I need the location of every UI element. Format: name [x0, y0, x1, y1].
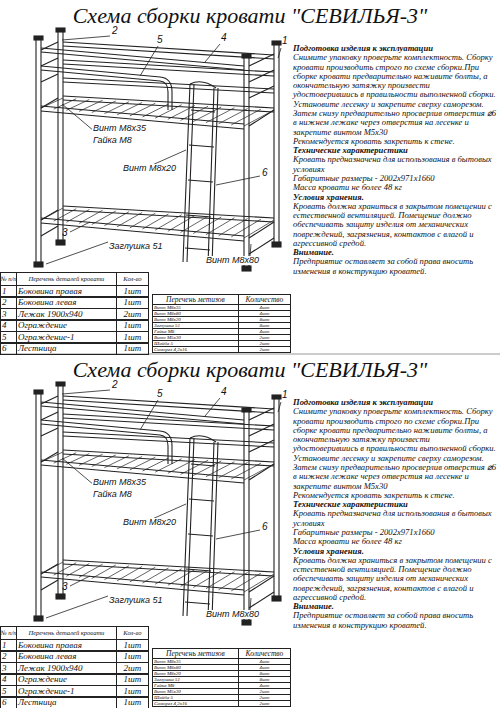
- part-label: Винт М8х35: [92, 478, 147, 487]
- part-label: Винт М8х35: [92, 124, 147, 133]
- callout-number: 1: [282, 390, 288, 400]
- table-cell: Боковина правая: [16, 639, 117, 651]
- table-cell: 1шт: [116, 285, 149, 297]
- table-cell: 2: [0, 651, 17, 663]
- page-title: Схема сборки кровати "СЕВИЛЬЯ-3": [0, 359, 500, 381]
- section-heading: Технические характеристики: [293, 500, 497, 509]
- part-label: Винт М8х80: [205, 256, 260, 265]
- part-label: Заглушка 51: [108, 596, 164, 605]
- table-cell: Перечень деталей кровати: [16, 626, 117, 640]
- table-cell: 1: [0, 285, 17, 297]
- paragraph: Габаритные размеры - 2002х971х1660: [293, 174, 497, 183]
- callout-number: 6: [262, 168, 268, 178]
- table-cell: Боковина левая: [16, 651, 117, 663]
- instruction-text: Подготовка изделия к эксплуатацииСнимите…: [293, 44, 497, 276]
- table-cell: Ограждение-1: [16, 331, 117, 343]
- part-label: Гайка М8: [92, 490, 133, 499]
- table-cell: 5: [0, 685, 17, 697]
- part-label: Винт М8х80: [205, 610, 260, 619]
- table-cell: 5: [0, 331, 17, 343]
- table-cell: Боковина левая: [16, 297, 117, 309]
- table-cell: № п/п: [0, 626, 17, 640]
- paragraph: Снимите упаковку проверьте комплектность…: [293, 53, 497, 137]
- table-cell: 1шт: [116, 297, 149, 309]
- table-cell: 1шт: [116, 320, 149, 332]
- section-heading: Внимание.: [293, 248, 497, 257]
- section-heading: Внимание.: [293, 602, 497, 611]
- section-heading: Подготовка изделия к эксплуатации: [293, 44, 497, 53]
- table-cell: 3: [0, 308, 17, 320]
- table-cell: Лежак 1900х940: [16, 662, 117, 674]
- callout-number: 2: [112, 380, 118, 390]
- section-heading: Условия хранения.: [293, 547, 497, 556]
- paragraph: Предприятие оставляет за собой права вно…: [293, 611, 497, 630]
- table-cell: 1шт: [116, 674, 149, 686]
- table-cell: Ограждение: [16, 674, 117, 686]
- callout-number: 5: [157, 389, 163, 399]
- table-cell: 1шт: [116, 697, 149, 708]
- callout-number: 5: [157, 35, 163, 45]
- part-label: Гайка М8: [92, 136, 133, 145]
- paragraph: Масса кровати не более 48 кг: [293, 537, 497, 546]
- callout-number: 4: [221, 33, 227, 43]
- part-label: Заглушка 51: [108, 242, 164, 251]
- part-label: Винт М8х20: [122, 164, 177, 173]
- table-cell: 2шт: [238, 700, 291, 707]
- table-cell: 4: [0, 674, 17, 686]
- table-cell: 3: [0, 662, 17, 674]
- table-cell: 1шт: [116, 331, 149, 343]
- table-cell: 1шт: [116, 343, 149, 355]
- table-cell: Лежак 1900х940: [16, 308, 117, 320]
- table-cell: 1: [0, 639, 17, 651]
- paragraph: Рекомендуется кровать закрепить к стене.: [293, 137, 497, 146]
- paragraph: Рекомендуется кровать закрепить к стене.: [293, 491, 497, 500]
- paragraph: Масса кровати не более 48 кг: [293, 183, 497, 192]
- table-cell: Ограждение-1: [16, 685, 117, 697]
- table-cell: Перечень деталей кровати: [16, 272, 117, 286]
- callout-number: 3: [62, 582, 68, 592]
- section-heading: Технические характеристики: [293, 146, 497, 155]
- paragraph: Кровать должна храниться в закрытом поме…: [293, 556, 497, 602]
- callout-number: 2: [112, 26, 118, 36]
- part-label: Винт М8х20: [122, 518, 177, 527]
- table-cell: 4: [0, 320, 17, 332]
- table-cell: 2шт: [116, 308, 149, 320]
- table-cell: 2шт: [238, 346, 291, 353]
- table-cell: Кол-во: [116, 272, 149, 286]
- table-cell: Саморез 4,2х16: [152, 346, 239, 353]
- table-cell: Кол-во: [116, 626, 149, 640]
- paragraph: Габаритные размеры - 2002х971х1660: [293, 528, 497, 537]
- instruction-text: Подготовка изделия к эксплуатацииСнимите…: [293, 398, 497, 630]
- section-heading: Условия хранения.: [293, 193, 497, 202]
- table-cell: № п/п: [0, 272, 17, 286]
- table-cell: Ограждение: [16, 320, 117, 332]
- section-heading: Подготовка изделия к эксплуатации: [293, 398, 497, 407]
- page-title: Схема сборки кровати "СЕВИЛЬЯ-3": [0, 5, 500, 27]
- table-cell: 2шт: [116, 662, 149, 674]
- table-cell: 1шт: [116, 639, 149, 651]
- table-cell: 1шт: [116, 685, 149, 697]
- table-cell: 6: [0, 697, 17, 708]
- table-cell: Саморез 4,2х16: [152, 700, 239, 707]
- callout-number: 1: [282, 36, 288, 46]
- callout-number: 4: [221, 387, 227, 397]
- paragraph: Предприятие оставляет за собой права вно…: [293, 257, 497, 276]
- paragraph: Кровать должна храниться в закрытом поме…: [293, 202, 497, 248]
- table-cell: Лестница: [16, 343, 117, 355]
- table-cell: Боковина правая: [16, 285, 117, 297]
- table-cell: 2: [0, 297, 17, 309]
- paragraph: Кровать предназначена для использования …: [293, 155, 497, 174]
- table-cell: 6: [0, 343, 17, 355]
- paragraph: Кровать предназначена для использования …: [293, 509, 497, 528]
- callout-number: 6: [262, 522, 268, 532]
- paragraph: Снимите упаковку проверьте комплектность…: [293, 407, 497, 491]
- table-cell: 1шт: [116, 651, 149, 663]
- table-cell: Лестница: [16, 697, 117, 708]
- callout-number: 3: [62, 228, 68, 238]
